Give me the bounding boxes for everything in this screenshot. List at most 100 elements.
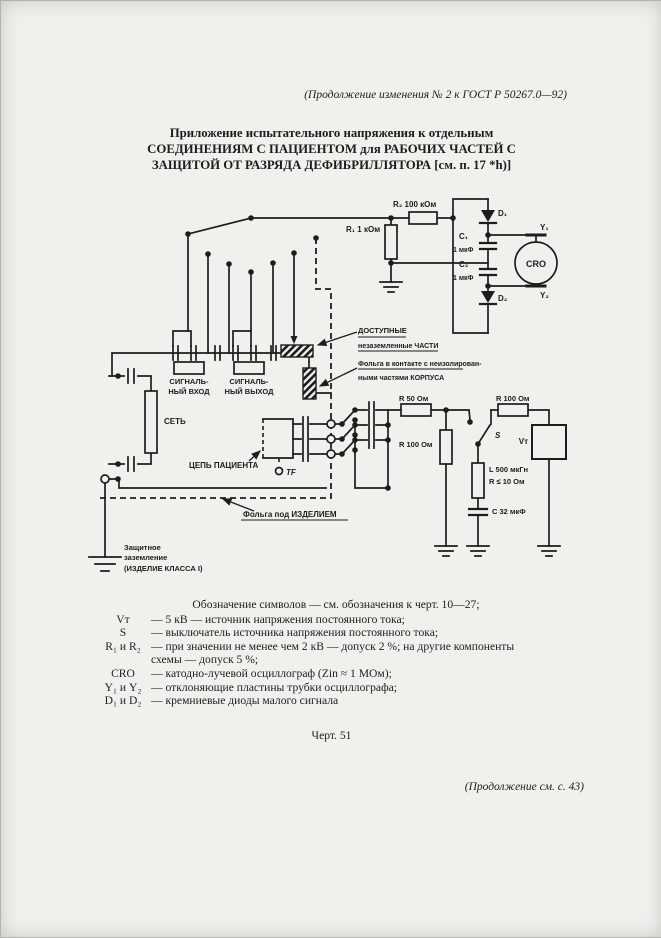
- label-accessible-2: незаземленные ЧАСТИ: [358, 343, 438, 350]
- label-y2: Y₂: [540, 291, 549, 300]
- patient-circuit-arrow: [248, 450, 261, 462]
- patient-terminal-2: [326, 434, 336, 444]
- legend-description: — кремниевые диоды малого сигнала: [151, 694, 339, 708]
- label-signal-input-1: СИГНАЛЬ-: [169, 377, 209, 386]
- legend-symbol: R₁ и R₂: [105, 639, 141, 653]
- vt-source-box: [531, 424, 567, 460]
- legend-description: — выключатель источника напряжения посто…: [151, 626, 439, 640]
- resistor-r1: [384, 224, 398, 260]
- label-foil-under: Фольга под ИЗДЕЛИЕМ: [243, 510, 337, 519]
- enclosure-contact-foil: [302, 367, 317, 400]
- signal-output-box: [233, 361, 265, 375]
- label-contact-foil-2: ными частями КОРПУСА: [358, 375, 444, 382]
- legend-description: — катодно-лучевой осциллограф (Zin ≈ 1 М…: [151, 666, 392, 680]
- label-cro: CRO: [526, 259, 546, 269]
- resistor-r2: [408, 211, 438, 225]
- label-vt: Vт: [519, 437, 528, 446]
- label-d2: D₂: [498, 294, 508, 303]
- legend-symbol: S: [119, 626, 127, 640]
- legend-symbol: D₁ и D₂: [104, 694, 142, 708]
- legend-row-d1-d2: D₁ и D₂ — кремниевые диоды малого сигнал…: [99, 694, 573, 708]
- label-tf: TF: [286, 468, 297, 477]
- label-r50: R 50 Ом: [399, 394, 429, 403]
- legend-symbol: Vт: [116, 612, 130, 626]
- label-s: S: [495, 431, 501, 440]
- legend-row-cro: CRO — катодно-лучевой осциллограф (Zin ≈…: [99, 667, 573, 681]
- legend-description: — при значении не менее чем 2 кВ — допус…: [151, 639, 515, 653]
- diode-d2: [478, 291, 498, 306]
- resistor-r50: [400, 403, 432, 417]
- tf-terminal: [274, 466, 284, 476]
- protective-earth-terminal: [100, 474, 110, 484]
- legend-intro: Обозначение символов — см. обозначения к…: [192, 598, 480, 611]
- foil-apply-arrow: [290, 336, 298, 344]
- label-underlines: [241, 336, 463, 521]
- patient-circuit-box: [262, 418, 294, 459]
- label-contact-foil-1: Фольга в контакте с неизолирован-: [358, 361, 482, 368]
- title-line-1: Приложение испытательного напряжения к о…: [169, 126, 494, 140]
- capacitor-c2: [478, 267, 498, 277]
- label-protective-earth-1: Защитное: [124, 543, 161, 552]
- label-c32: С 32 мкФ: [492, 507, 526, 516]
- protective-earth-ground: [88, 556, 122, 572]
- legend-symbol: Y₁ и Y₂: [104, 680, 142, 694]
- label-mains: СЕТЬ: [164, 417, 186, 426]
- legend-row-y1-y2: Y₁ и Y₂ — отклоняющие пластины трубки ос…: [99, 681, 573, 695]
- ground-symbols: [88, 281, 561, 572]
- label-r100-vertical: R 100 Ом: [399, 440, 433, 449]
- label-protective-earth-3: (ИЗДЕЛИЕ КЛАССА I): [124, 564, 203, 573]
- diode-d1: [478, 210, 498, 225]
- legend-symbol: CRO: [111, 666, 135, 680]
- resistor-r100-horizontal: [497, 403, 529, 417]
- footer-continuation-note: (Продолжение см. с. 43): [464, 781, 584, 793]
- label-d1: D₁: [498, 209, 508, 218]
- legend-row-continuation: схемы — допуск 5 %;: [99, 653, 573, 667]
- label-c2-value: 1 мкФ: [453, 275, 474, 282]
- capacitor-c1: [478, 241, 498, 251]
- label-inductor-1: L 500 мкГн: [489, 465, 528, 474]
- accessible-parts-foil: [280, 344, 314, 358]
- capacitor-c32: [467, 507, 489, 517]
- label-inductor-2: R ≤ 10 Ом: [489, 477, 525, 486]
- switch-s-arm: [476, 409, 492, 446]
- title-line-3: ЗАЩИТОЙ ОТ РАЗРЯДА ДЕФИБРИЛЛЯТОРА [см. п…: [151, 158, 512, 172]
- accessible-parts-arrow: [316, 331, 358, 347]
- legend-description: — 5 кВ — источник напряжения постоянного…: [151, 612, 405, 626]
- resistor-r100-vertical: [439, 429, 453, 465]
- figure-caption: Черт. 51: [311, 729, 352, 742]
- cro-oscilloscope: [514, 241, 558, 285]
- contact-foil-arrow: [318, 367, 358, 387]
- label-signal-output-1: СИГНАЛЬ-: [229, 377, 269, 386]
- legend-description: схемы — допуск 5 %;: [151, 653, 259, 667]
- patient-terminal-1: [326, 419, 336, 429]
- legend-description: — отклоняющие пластины трубки осциллогра…: [151, 680, 397, 694]
- label-r1: R₁ 1 кОм: [346, 225, 380, 234]
- page-title: Приложение испытательного напряжения к о…: [1, 125, 661, 173]
- legend-row-r1-r2: R₁ и R₂ — при значении не менее чем 2 кВ…: [99, 640, 573, 654]
- insulation-capacitors: [127, 345, 375, 472]
- inductor-l: [471, 462, 485, 499]
- legend-symbol: [99, 653, 147, 667]
- label-r2: R₂ 100 кОм: [393, 200, 436, 209]
- label-accessible-1: ДОСТУПНЫЕ: [358, 326, 407, 335]
- label-c1: C₁: [459, 232, 469, 241]
- symbol-legend: Обозначение символов — см. обозначения к…: [99, 598, 573, 708]
- legend-row-s: S — выключатель источника напряжения пос…: [99, 626, 573, 640]
- legend-row-vt: Vт — 5 кВ — источник напряжения постоянн…: [99, 613, 573, 627]
- patient-terminal-3: [326, 449, 336, 459]
- foil-under-equipment-line: [98, 238, 332, 499]
- label-y1: Y₁: [540, 223, 549, 232]
- label-c2: C₂: [459, 260, 469, 269]
- label-protective-earth-2: заземление: [124, 553, 167, 562]
- label-signal-output-2: НЫЙ ВЫХОД: [225, 387, 275, 396]
- label-c1-value: 1 мкФ: [453, 247, 474, 254]
- junction-dots: [115, 215, 491, 491]
- selector-arm: [186, 216, 253, 236]
- mains-impedance: [144, 390, 158, 454]
- label-signal-input-2: НЫЙ ВХОД: [168, 387, 210, 396]
- label-patient-circuit: ЦЕПЬ ПАЦИЕНТА: [189, 461, 259, 470]
- signal-input-box: [173, 361, 205, 375]
- continuation-note: (Продолжение изменения № 2 к ГОСТ Р 5026…: [304, 89, 567, 101]
